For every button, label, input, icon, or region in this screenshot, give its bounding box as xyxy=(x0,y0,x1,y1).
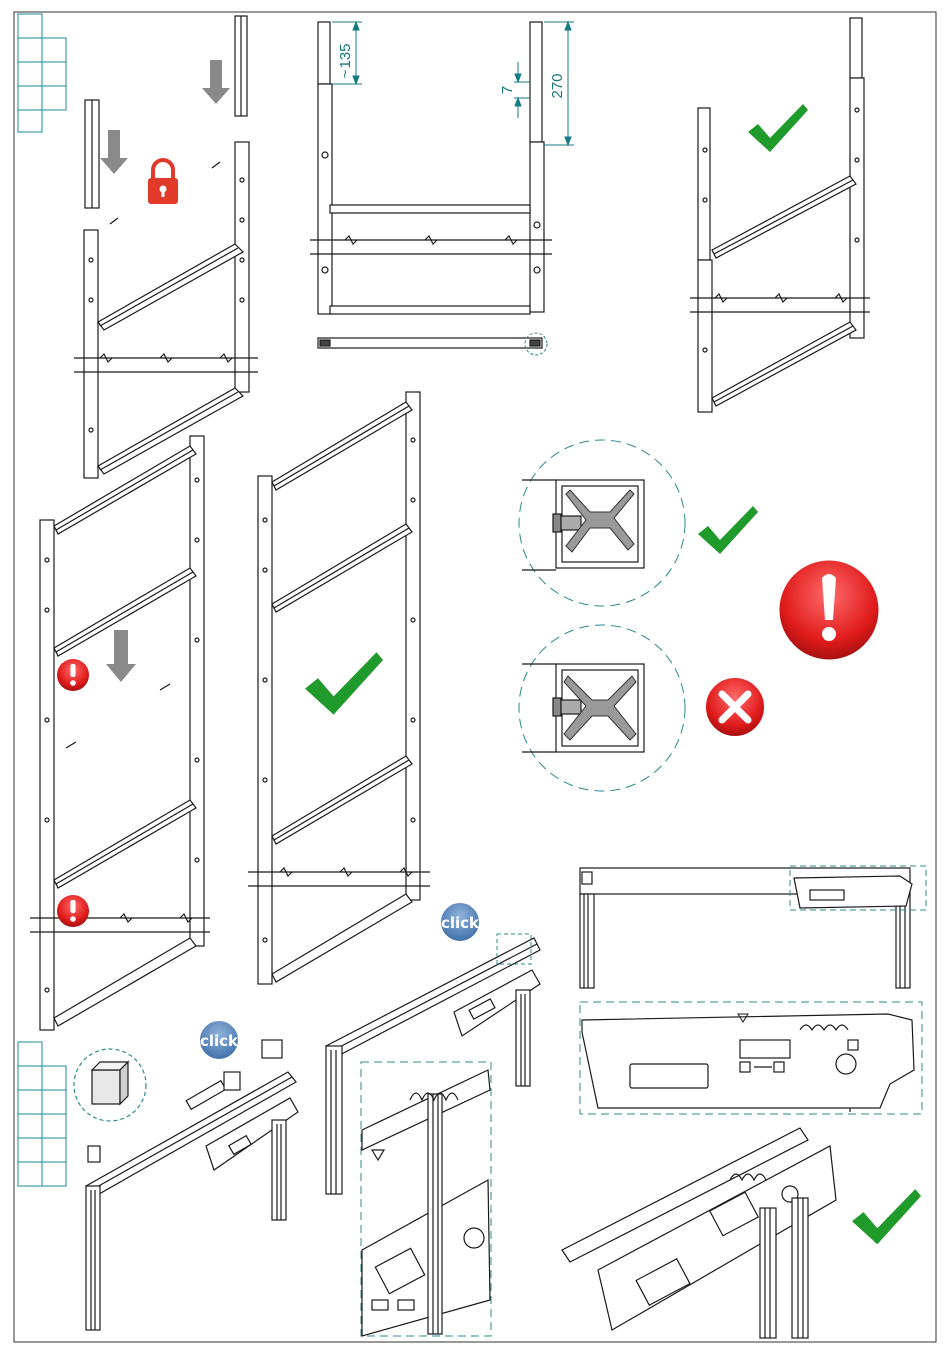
frame-top-left xyxy=(74,16,258,478)
check-icon xyxy=(305,652,383,714)
detail-incorrect-orientation xyxy=(519,625,685,791)
frame-tall-middle xyxy=(248,392,430,984)
warning-icon xyxy=(57,895,89,927)
part-grid-top xyxy=(18,14,66,132)
check-icon xyxy=(698,506,758,554)
error-cross-icon xyxy=(705,677,765,737)
click-badge: click xyxy=(199,1020,239,1060)
part-grid-bottom xyxy=(18,1042,66,1186)
click-badge-label: click xyxy=(441,914,480,932)
warning-icon xyxy=(57,659,89,691)
check-icon xyxy=(748,104,808,152)
rail-final-perspective xyxy=(562,1128,836,1338)
dimension-gap-label: 7 xyxy=(499,86,516,94)
dimension-approx-label: ~ xyxy=(337,69,354,78)
check-icon xyxy=(852,1189,921,1244)
detail-correct-orientation xyxy=(519,440,685,606)
joint-detail-enlarged xyxy=(361,1062,491,1336)
warning-icon xyxy=(778,559,880,661)
frame-top-right xyxy=(690,18,870,412)
click-badge: click xyxy=(440,902,480,942)
click-badge-label: click xyxy=(200,1032,239,1050)
rail-top-right xyxy=(580,868,912,988)
rail-detail-enlarged xyxy=(580,1002,922,1114)
frame-tall-left xyxy=(30,436,210,1030)
rail-assembly-left xyxy=(74,1040,298,1330)
lock-icon xyxy=(148,160,178,204)
down-arrow-icon xyxy=(106,630,136,682)
dimension-height-label: 270 xyxy=(549,73,566,98)
down-arrow-icon xyxy=(202,60,230,104)
down-arrow-icon xyxy=(100,130,128,174)
dimension-top-label: 135 xyxy=(337,43,354,68)
